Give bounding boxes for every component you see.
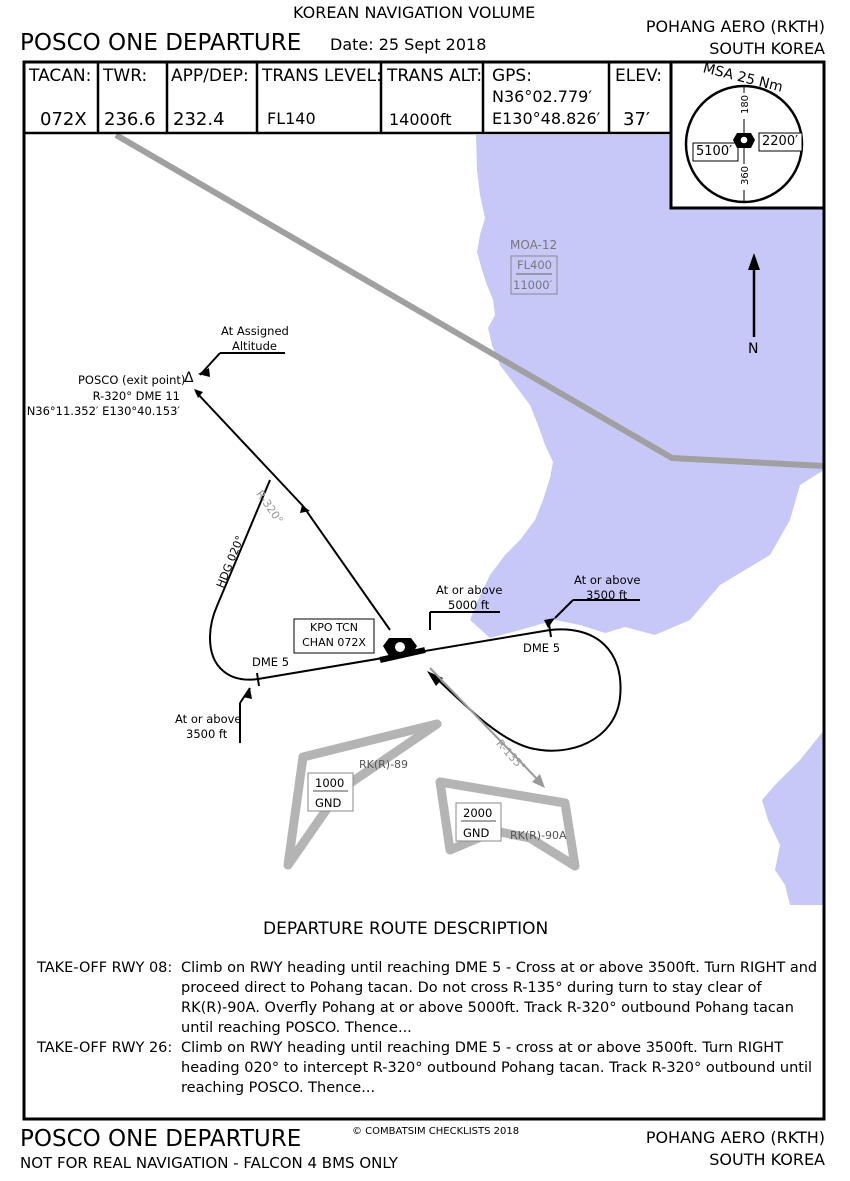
trans-alt-value: 14000ft [389,110,452,129]
moa-name: MOA-12 [510,238,558,252]
departure-route [195,352,640,752]
app-label: APP/DEP: [171,66,249,86]
airport-country: SOUTH KOREA [709,39,825,58]
msa-west-altitude: 5100′ [696,144,733,159]
dme-west-label: DME 5 [252,655,290,669]
rk89-ceiling: 1000 [315,776,345,790]
msa-bearing-180: 180 [740,94,752,115]
chart-frame [22,60,826,1121]
footer-country: SOUTH KOREA [709,1150,825,1169]
gps-longitude: E130°48.826′ [492,109,601,128]
chart-date: Date: 25 Sept 2018 [330,35,487,54]
trans-level-label: TRANS LEVEL: [262,66,382,86]
page-title: POSCO ONE DEPARTURE [20,30,302,56]
moa-floor: 11000′ [513,278,553,292]
tacan-value: 072X [40,109,87,130]
rwy26-label: TAKE-OFF RWY 26: [37,1040,173,1056]
dme-west-constraint-line2: 3500 ft [186,727,228,741]
kpo-tacan-name: KPO TCN [310,621,358,634]
tacan-station-icon [383,638,417,656]
footer-airport: POHANG AERO (RKTH) [645,1128,825,1147]
dme-east-constraint-line1: At or above [574,573,641,587]
kpo-tacan-channel: CHAN 072X [302,636,366,649]
gps-latitude: N36°02.779′ [492,87,592,106]
airport-name: POHANG AERO (RKTH) [645,17,825,36]
rwy08-label: TAKE-OFF RWY 08: [37,960,173,976]
msa-east-altitude: 2200′ [762,134,799,149]
rk89-floor: GND [315,796,342,810]
moa-ceiling: FL400 [517,258,552,272]
rwy26-line: Climb on RWY heading until reaching DME … [181,1040,784,1056]
dme-east-constraint-line2: 3500 ft [586,588,628,602]
twr-label: TWR: [103,66,148,86]
footer-copyright: © COMBATSIM CHECKLISTS 2018 [352,1126,520,1137]
tacan-label: TACAN: [29,66,92,86]
rwy08-line: until reaching POSCO. Thence... [181,1020,412,1036]
tacan-constraint-line2: 5000 ft [448,598,490,612]
posco-fix-radial: R-320° DME 11 [92,389,180,403]
rk90a-name: RK(R)-90A [510,829,567,842]
tacan-constraint-line1: At or above [436,583,503,597]
coast-sea-east [762,730,824,905]
sea-area [470,135,824,638]
dme-west-constraint-line1: At or above [175,712,242,726]
posco-fix-coords: N36°11.352′ E130°40.153′ [26,404,180,418]
msa-tacan-icon [733,133,755,148]
rwy08-line: proceed direct to Pohang tacan. Do not c… [181,980,762,996]
app-value: 232.4 [173,109,225,130]
gps-label: GPS: [492,66,532,86]
rwy26-line: reaching POSCO. Thence... [181,1080,376,1096]
trans-level-value: FL140 [267,109,316,128]
posco-fix-name: POSCO (exit point) [78,373,186,387]
trans-alt-label: TRANS ALT: [387,66,483,86]
rwy08-line: Climb on RWY heading until reaching DME … [181,960,818,976]
north-arrow-icon [748,253,760,337]
north-label: N [748,341,759,357]
fir-boundary-line [114,132,825,469]
twr-value: 236.6 [104,109,156,130]
rk90a-ceiling: 2000 [463,806,493,820]
elev-label: ELEV: [615,66,662,86]
radial-135-line [429,667,541,783]
footer-disclaimer: NOT FOR REAL NAVIGATION - FALCON 4 BMS O… [20,1154,398,1172]
rwy26-line: heading 020° to intercept R-320° outboun… [181,1060,813,1076]
dme-east-label: DME 5 [523,641,561,655]
rk90a-floor: GND [463,826,490,840]
rwy08-line: RK(R)-90A. Overfly Pohang at or above 50… [181,1000,794,1016]
assigned-altitude-line2: Altitude [232,339,277,353]
posco-fix-icon: Δ [184,370,194,386]
volume-title: KOREAN NAVIGATION VOLUME [293,3,536,22]
description-heading: DEPARTURE ROUTE DESCRIPTION [263,919,549,939]
rk89-name: RK(R)-89 [359,758,409,771]
footer-title: POSCO ONE DEPARTURE [20,1126,302,1152]
elev-value: 37′ [623,109,650,130]
msa-bearing-360: 360 [740,165,752,186]
assigned-altitude-line1: At Assigned [221,324,289,338]
